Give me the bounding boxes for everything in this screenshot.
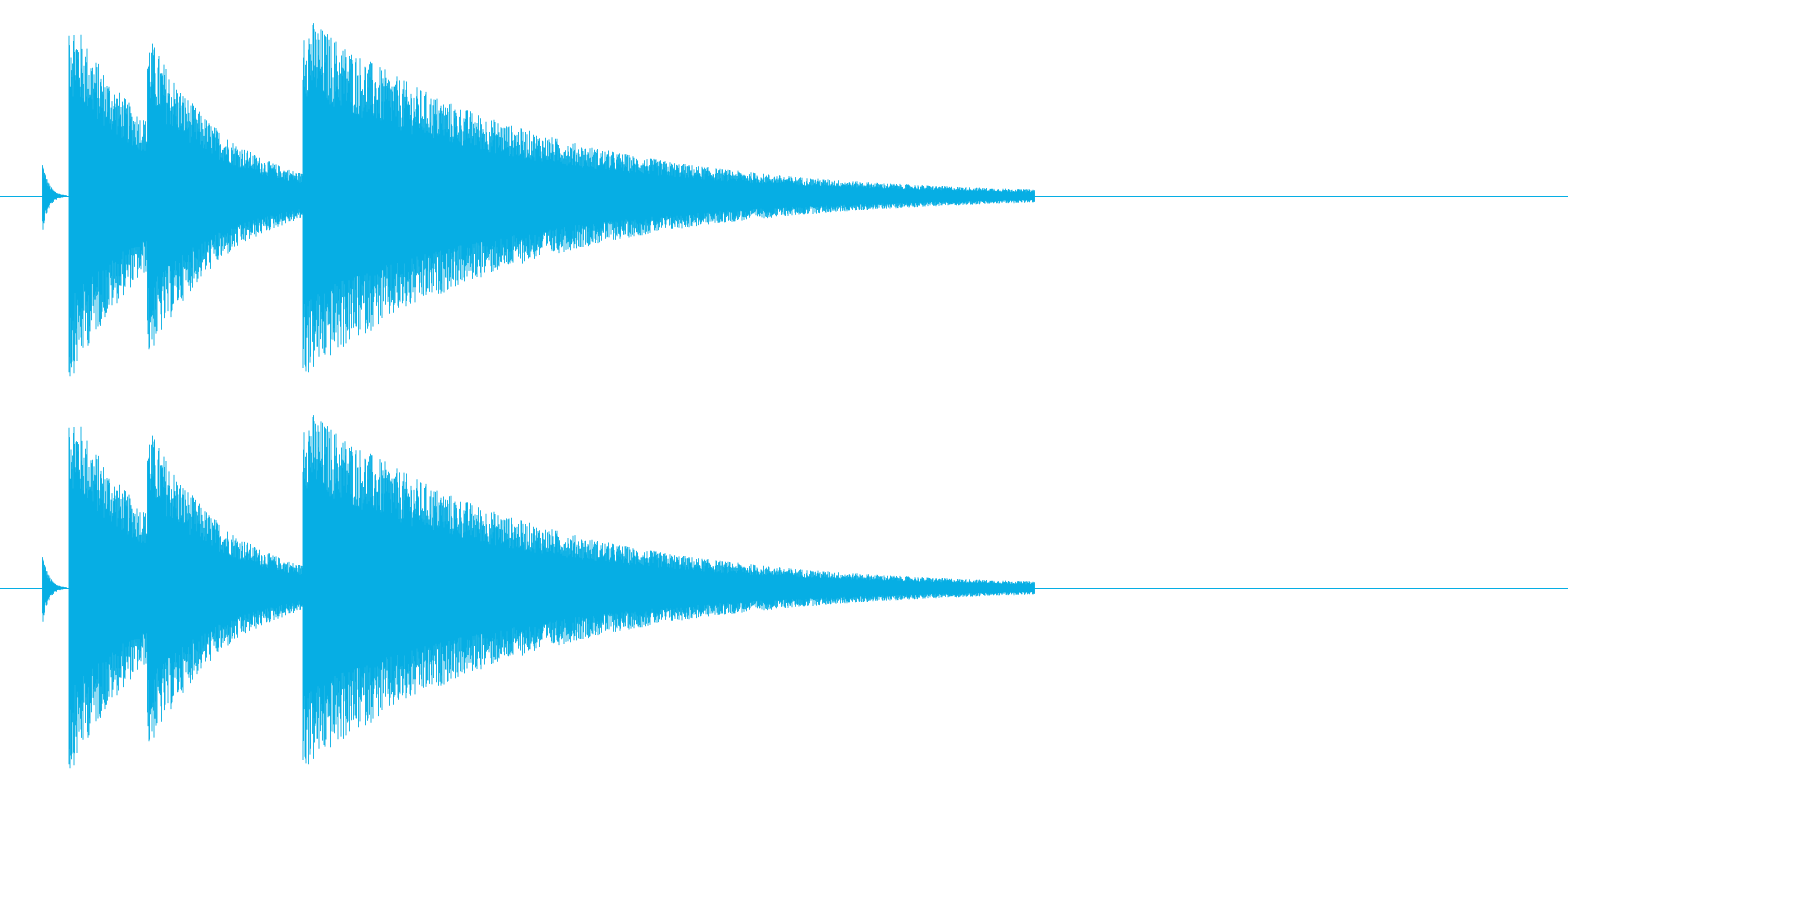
waveform-trace bbox=[42, 415, 1035, 769]
waveform-trace bbox=[42, 23, 1035, 377]
waveform-view[interactable] bbox=[0, 0, 1568, 784]
waveform-channel-2[interactable] bbox=[0, 415, 1568, 769]
waveform-channel-1[interactable] bbox=[0, 23, 1568, 377]
